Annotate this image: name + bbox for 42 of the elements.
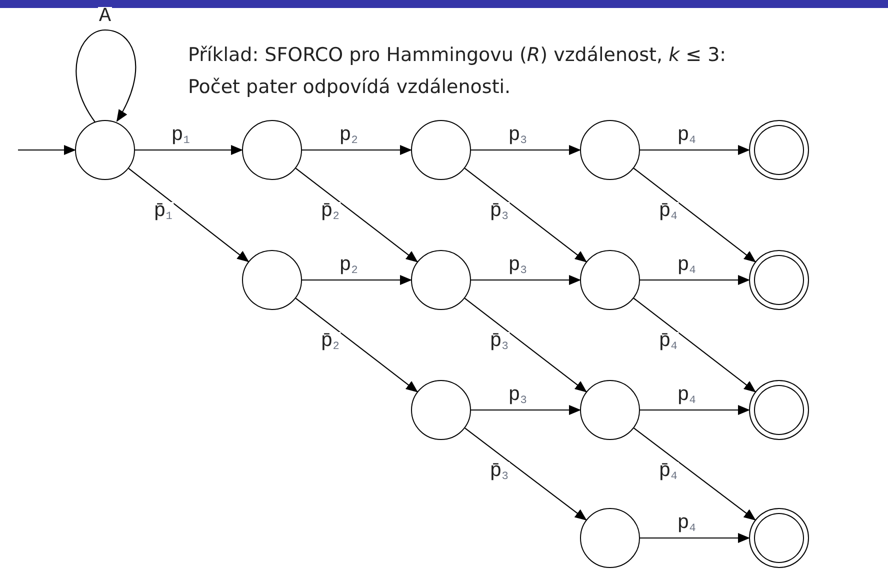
- arrow: [640, 275, 750, 285]
- arrow: [471, 405, 581, 415]
- arrow: [640, 405, 750, 415]
- edge-label: p̄$_{4}$: [658, 202, 678, 222]
- edge-label: p̄$_{2}$: [320, 332, 340, 352]
- arrow: [633, 168, 756, 262]
- arrow: [464, 168, 588, 262]
- edge-label: p̄$_{4}$: [658, 332, 678, 352]
- edge-label: p̄$_{3}$: [488, 202, 510, 222]
- arrow: [18, 145, 76, 155]
- edge-label: p$_{3}$: [507, 386, 528, 406]
- arrow: [135, 145, 243, 155]
- edge-label: p$_{1}$: [170, 126, 191, 146]
- arrow: [76, 29, 136, 122]
- edge-label: p$_{2}$: [338, 126, 359, 146]
- edge-label: p̄$_{4}$: [658, 462, 678, 482]
- arrow: [302, 275, 412, 285]
- edge-label: p$_{4}$: [676, 126, 697, 146]
- arrow: [295, 168, 418, 262]
- edge-label: p̄$_{1}$: [152, 202, 174, 222]
- arrow: [464, 298, 588, 392]
- edge-label: p$_{2}$: [338, 256, 359, 276]
- edge-label: p$_{3}$: [507, 256, 528, 276]
- arrow: [633, 298, 756, 392]
- note-text: Příklad: SFORCO pro Hammingovu (R) vzdálenost, k ≤ 3:: [188, 43, 726, 68]
- edge-label: p$_{3}$: [507, 126, 528, 146]
- arrow: [302, 145, 412, 155]
- arrow: [464, 428, 587, 520]
- arrow: [471, 275, 581, 285]
- arrow: [640, 145, 750, 155]
- arrow: [471, 145, 581, 155]
- arrow: [295, 298, 418, 392]
- note-text: Počet pater odpovídá vzdálenosti.: [188, 75, 512, 100]
- arrow: [128, 168, 250, 262]
- arrow: [634, 428, 756, 520]
- arrow: [640, 533, 750, 543]
- edge-label: p̄$_{3}$: [488, 332, 510, 352]
- edge-label: p̄$_{3}$: [488, 462, 510, 482]
- edge-label: p$_{4}$: [676, 386, 697, 406]
- edge-label: p$_{4}$: [676, 256, 697, 276]
- edge-label: p̄$_{2}$: [320, 202, 340, 222]
- edge-label: p$_{4}$: [676, 514, 697, 534]
